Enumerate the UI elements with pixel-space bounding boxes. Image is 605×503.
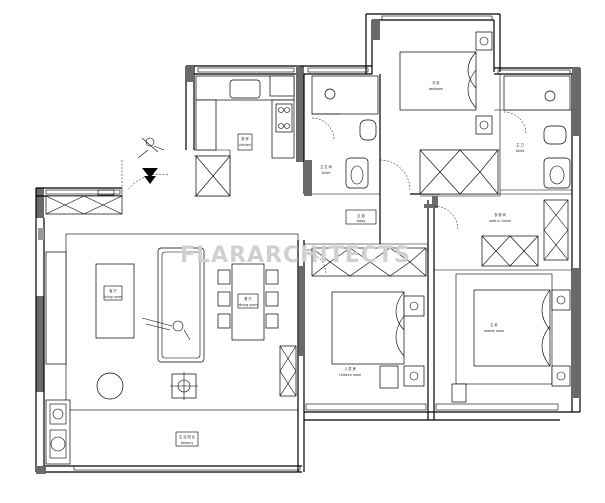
master-label: 主 卧 <box>490 322 498 327</box>
kitchen: 厨 房 kitchen <box>195 75 295 159</box>
bedroom-top: 次 卧 bedroom <box>379 31 499 195</box>
bedroom-children: 儿 童 房 children room <box>303 247 427 389</box>
lobby-sub: lobby <box>357 219 366 223</box>
dining-label: 餐 厅 <box>244 296 252 301</box>
master-bedroom: 主 卧 master room <box>451 273 571 403</box>
entrance-figure <box>137 137 165 184</box>
walkin-label: 衣 帽 间 <box>494 212 506 217</box>
bed2-sub: bedroom <box>429 87 443 91</box>
bath1-label: 卫 生 间 <box>320 164 332 169</box>
living-dining: 客 厅 living room 餐 厅 dining room <box>45 233 299 411</box>
bed2-label: 次 卧 <box>432 80 440 85</box>
master-bath: 主 卫 toilet <box>503 75 571 189</box>
living-sub: living room <box>104 295 122 299</box>
living-label: 客 厅 <box>109 288 117 293</box>
kitchen-label: 厨 房 <box>241 136 248 141</box>
bathroom-1: 卫 生 间 toilet <box>311 75 379 189</box>
windows <box>45 15 571 471</box>
sofa-figure <box>141 317 191 341</box>
balcony-label: 生 活 阳 台 <box>179 434 195 439</box>
dining-sub: dining room <box>238 303 257 307</box>
bed3-sub: children room <box>339 373 361 377</box>
lobby-walkin: 过 道 lobby 衣 帽 间 walk-in closet <box>345 199 569 267</box>
bath2-label: 主 卫 <box>516 142 524 147</box>
balcony: 生 活 阳 台 balcony <box>38 228 199 465</box>
master-sub: master room <box>484 329 505 333</box>
balcony-sub: balcony <box>181 441 194 445</box>
lobby-label: 过 道 <box>357 213 365 218</box>
exterior-walls <box>35 13 581 474</box>
bath1-sub: toilet <box>322 171 331 175</box>
walkin-sub: walk-in closet <box>489 219 512 223</box>
bath2-sub: toilet <box>516 149 525 153</box>
entrance <box>45 137 231 215</box>
watermark: FLARARCHITECTS <box>180 243 411 268</box>
kitchen-sub: kitchen <box>239 143 251 147</box>
bed3-label: 儿 童 房 <box>344 366 356 371</box>
